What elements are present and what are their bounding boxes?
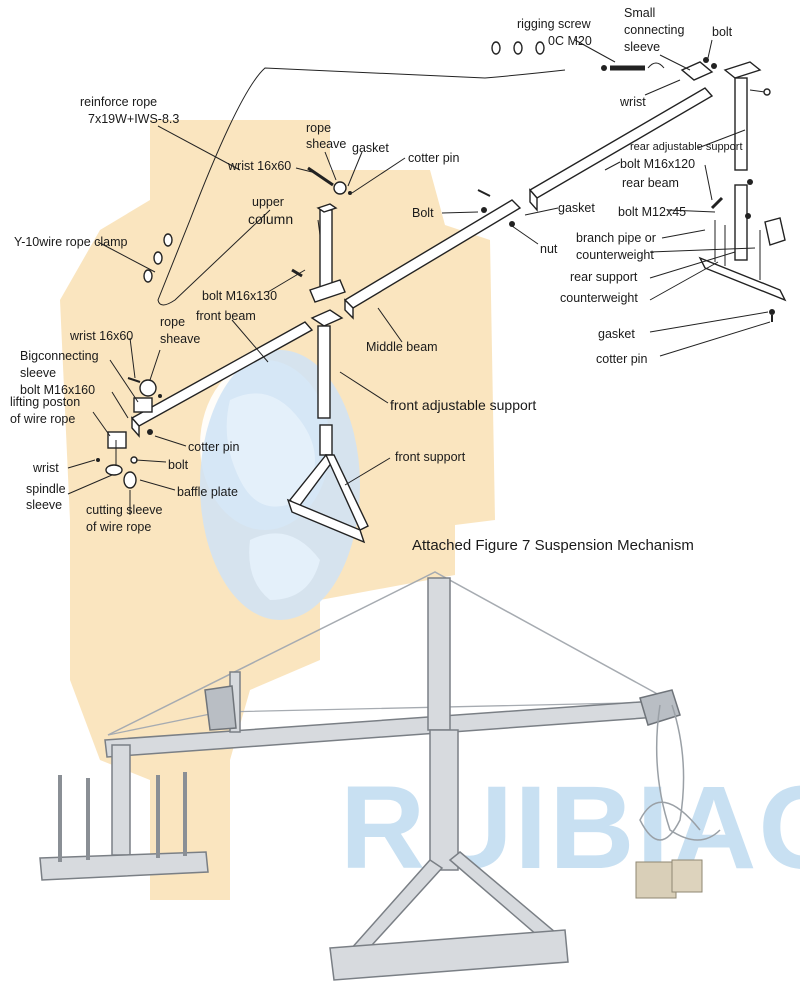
label-rigging-screw: rigging screw [517, 17, 592, 31]
label-rope-sheave-top-2: sheave [306, 137, 346, 151]
label-spindle: spindle [26, 482, 66, 496]
label-bolt-low: bolt [168, 458, 189, 472]
photo-hanging-rope-coil-2 [655, 704, 721, 841]
bolt-m16x120-icon [710, 179, 753, 219]
gasket-bottom-icon [769, 309, 775, 322]
rigging-screw-icon [601, 62, 665, 71]
label-cotter-pin-mid: cotter pin [188, 440, 239, 454]
figure-caption: Attached Figure 7 Suspension Mechanism [412, 537, 694, 554]
upper-column [309, 203, 346, 303]
label-reinforce-rope-spec: 7x19W+IWS-8.3 [88, 112, 179, 126]
photo-reinforce-rope [107, 571, 673, 736]
small-connecting-sleeve-icon [680, 57, 717, 81]
photo-front-base [329, 929, 569, 981]
label-bolt-m16x160: bolt M16x160 [20, 383, 95, 397]
y10-clamp-icon [143, 233, 173, 283]
label-small-connecting: Small [624, 6, 655, 20]
label-bolt-m16x120: bolt M16x120 [620, 157, 695, 171]
label-nut: nut [540, 242, 558, 256]
rope-sheave-left-icon [127, 377, 162, 398]
rear-support-frame [698, 184, 787, 302]
label-spindle-2: sleeve [26, 498, 62, 512]
label-upper-column: upper [252, 195, 284, 209]
label-cutting-sleeve-2: of wire rope [86, 520, 151, 534]
big-connecting-sleeve-icon [133, 397, 153, 413]
rear-adjustable-support [723, 61, 771, 171]
spindle-sleeve-icon [96, 456, 138, 489]
label-rear-beam: rear beam [622, 176, 679, 190]
bolt-m16x130-icon [291, 268, 303, 278]
label-branch-pipe: branch pipe or [576, 231, 656, 245]
front-support [286, 424, 369, 544]
wrist-16x60-top-icon [307, 166, 352, 195]
front-adjustable-support [310, 309, 344, 419]
label-front-beam: front beam [196, 309, 256, 323]
photo-rear-post [111, 744, 131, 856]
front-beam [130, 321, 314, 438]
label-rear-adjustable-support: rear adjustable support [630, 141, 743, 153]
label-bolt-m12x45: bolt M12x45 [618, 205, 686, 219]
label-upper-column-2: column [248, 211, 293, 227]
assembled-mechanism-illustration [39, 571, 721, 981]
rope-clamps-top-icon [491, 41, 545, 55]
label-cotter-pin-top: cotter pin [408, 151, 459, 165]
label-counterweight-1: counterweight [576, 248, 654, 262]
label-cotter-pin-right: cotter pin [596, 352, 647, 366]
label-big-connecting: Bigconnecting [20, 349, 99, 363]
label-gasket-mid: gasket [558, 201, 595, 215]
photo-hanging-rope-coil [639, 704, 701, 841]
label-wrist-16x60-top: wrist 16x60 [227, 159, 291, 173]
label-gasket-right: gasket [598, 327, 635, 341]
rear-beam [528, 87, 714, 212]
label-big-connecting-2: sleeve [20, 366, 56, 380]
photo-weight-block-2 [671, 859, 703, 893]
label-middle-beam: Middle beam [366, 340, 438, 354]
diagram-labels: rigging screw 0C M20 Small connecting sl… [10, 6, 743, 554]
label-front-adjustable-support: front adjustable support [390, 397, 536, 413]
leader-lines [67, 39, 771, 515]
label-small-connecting-3: sleeve [624, 40, 660, 54]
label-lifting-position-2: of wire rope [10, 412, 75, 426]
label-rear-support: rear support [570, 270, 638, 284]
label-wrist-top: wrist [619, 95, 646, 109]
photo-front-post [429, 729, 459, 871]
photo-upper-column [427, 577, 451, 731]
photo-rear-base [39, 851, 209, 881]
label-small-connecting-2: connecting [624, 23, 685, 37]
label-counterweight-2: counterweight [560, 291, 638, 305]
label-bolt-m16x130: bolt M16x130 [202, 289, 277, 303]
photo-rear-bracket [204, 685, 237, 731]
bolt-mid-icon [477, 189, 515, 227]
label-rope-sheave-top: rope [306, 121, 331, 135]
label-bolt-top: bolt [712, 25, 733, 39]
watermark-text: RUIBIAO [340, 762, 800, 894]
photo-weight-block-1 [635, 861, 677, 899]
label-rope-sheave-left-2: sheave [160, 332, 200, 346]
label-wrist-low: wrist [32, 461, 59, 475]
label-baffle-plate: baffle plate [177, 485, 238, 499]
label-y10-clamp: Y-10wire rope clamp [14, 235, 128, 249]
lifting-position-icon [107, 429, 153, 470]
label-gasket-top: gasket [352, 141, 389, 155]
label-front-support: front support [395, 450, 466, 464]
middle-beam [343, 199, 522, 320]
label-rope-sheave-left: rope [160, 315, 185, 329]
label-bolt-mid: Bolt [412, 206, 434, 220]
label-reinforce-rope: reinforce rope [80, 95, 157, 109]
reinforce-rope-line [157, 67, 566, 306]
label-lifting-position: lifting poston [10, 395, 80, 409]
label-rigging-screw-spec: 0C M20 [548, 34, 592, 48]
label-cutting-sleeve: cutting sleeve [86, 503, 162, 517]
label-wrist-16x60-left: wrist 16x60 [69, 329, 133, 343]
